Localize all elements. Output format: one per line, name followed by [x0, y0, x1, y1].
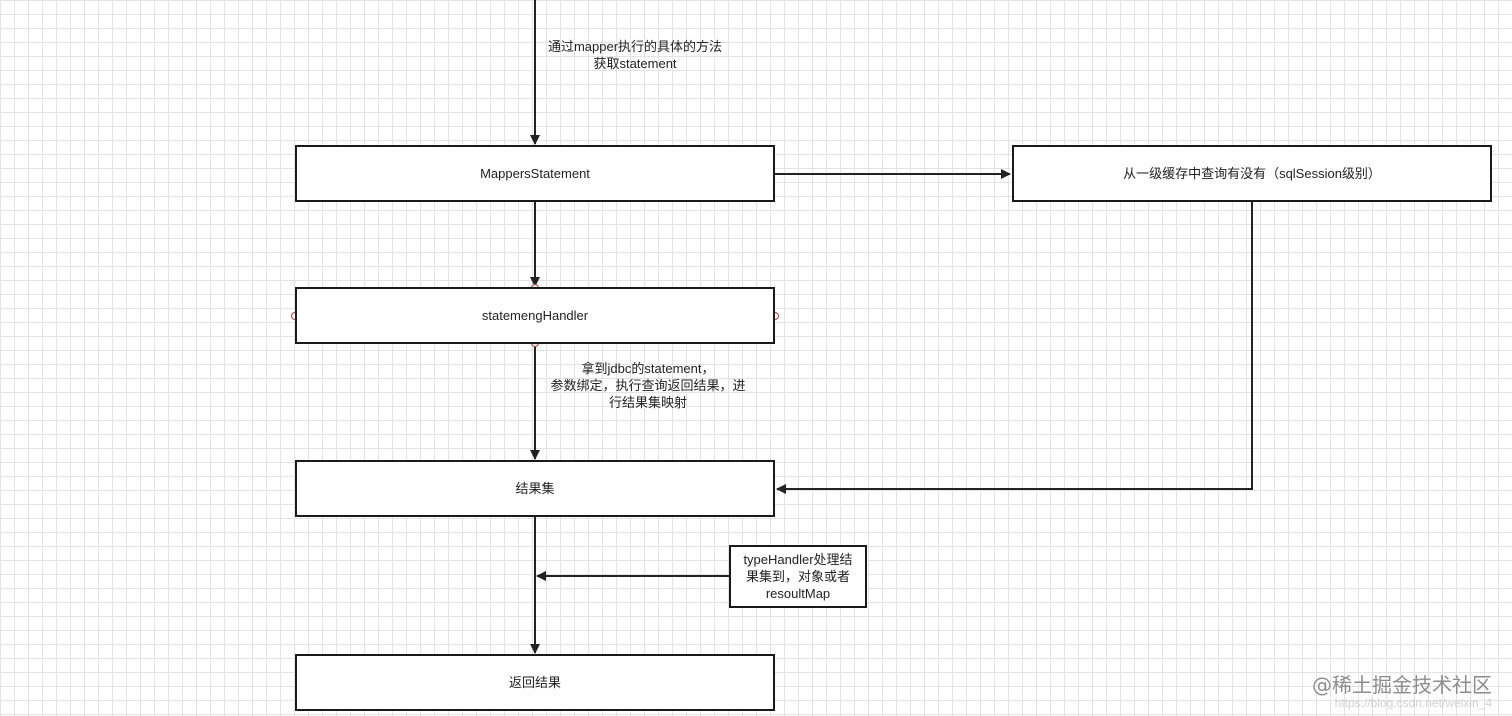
- node-statement-handler[interactable]: statemengHandler: [295, 287, 775, 344]
- edge-label-line: 参数绑定，执行查询返回结果，进: [550, 378, 746, 393]
- note-line: 果集到，对象或者: [745, 569, 850, 584]
- watermark-url: https://blog.csdn.net/weixin_4: [1334, 696, 1492, 710]
- node-label: 结果集: [515, 481, 555, 496]
- note-line: typeHandler处理结: [743, 552, 853, 567]
- node-label: MappersStatement: [480, 166, 590, 181]
- node-result-set[interactable]: 结果集: [295, 460, 775, 517]
- edge-cache-to-result-set: [776, 202, 1253, 494]
- node-return-result[interactable]: 返回结果: [295, 654, 775, 711]
- edge-label-get-statement: 通过mapper执行的具体的方法 获取statement: [520, 38, 750, 72]
- node-label: 从一级缓存中查询有没有（sqlSession级别）: [1123, 166, 1381, 181]
- node-label: 返回结果: [508, 675, 561, 690]
- edge-label-line: 通过mapper执行的具体的方法: [547, 39, 723, 54]
- edge-label-jdbc-statement: 拿到jdbc的statement， 参数绑定，执行查询返回结果，进 行结果集映射: [548, 360, 748, 411]
- node-label: statemengHandler: [481, 308, 589, 323]
- node-first-level-cache[interactable]: 从一级缓存中查询有没有（sqlSession级别）: [1012, 145, 1492, 202]
- note-line: resoultMap: [765, 586, 831, 601]
- node-type-handler-note[interactable]: typeHandler处理结 果集到，对象或者 resoultMap: [729, 545, 867, 608]
- edge-label-line: 拿到jdbc的statement，: [581, 361, 715, 376]
- edge-label-line: 行结果集映射: [608, 395, 687, 410]
- edge-label-line: 获取statement: [593, 56, 677, 71]
- node-mappers-statement[interactable]: MappersStatement: [295, 145, 775, 202]
- watermark-juejin: @稀土掘金技术社区: [1312, 673, 1492, 697]
